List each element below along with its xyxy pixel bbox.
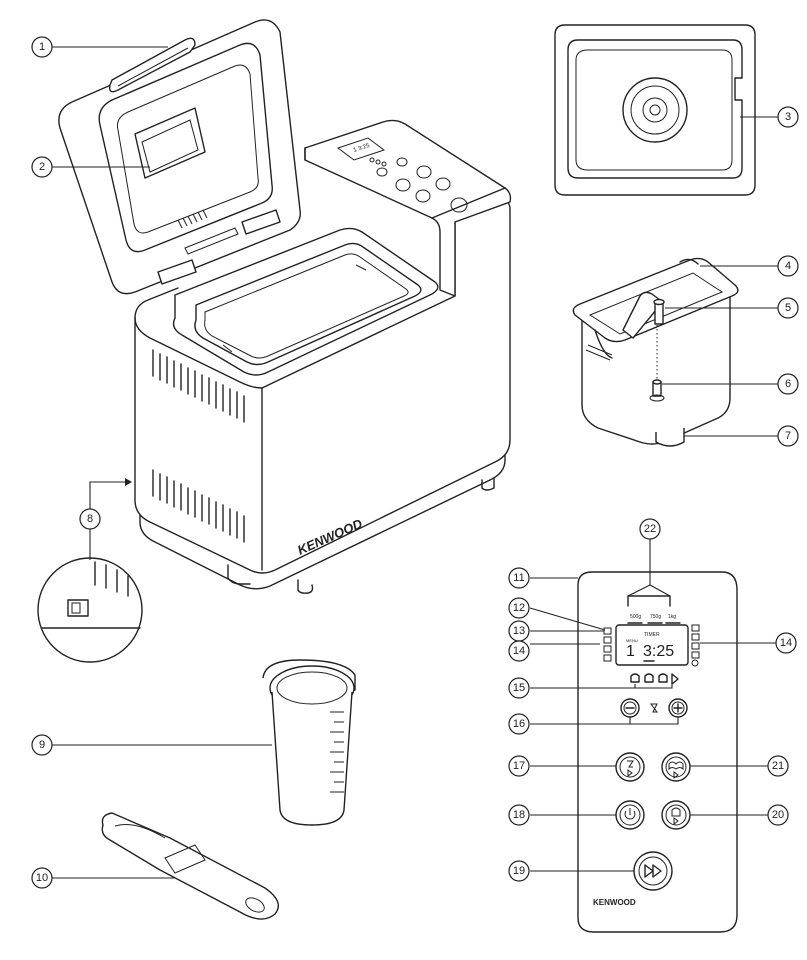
callout-7: 7 [777, 425, 799, 447]
svg-text:2: 2 [39, 161, 45, 173]
svg-text:1 3:25: 1 3:25 [353, 143, 371, 154]
weight-label-1kg: 1kg [668, 614, 676, 620]
callout-9: 9 [31, 734, 53, 756]
svg-text:10: 10 [36, 872, 48, 884]
panel-logo: KENWOOD [593, 898, 636, 907]
callout-8: 8 [79, 508, 101, 530]
pan-top-view [554, 24, 756, 196]
callout-2: 2 [31, 156, 53, 178]
svg-text:18: 18 [513, 809, 525, 821]
measuring-cup [262, 659, 356, 826]
callout-1: 1 [31, 36, 53, 58]
svg-text:1: 1 [39, 41, 45, 53]
svg-text:9: 9 [39, 739, 45, 751]
svg-text:11: 11 [513, 572, 524, 584]
svg-text:17: 17 [513, 760, 525, 772]
callout-21: 21 [767, 755, 789, 777]
svg-text:19: 19 [513, 865, 525, 877]
callout-18: 18 [508, 804, 530, 826]
callout-16: 16 [508, 713, 530, 735]
callout-12: 12 [508, 597, 530, 619]
power-switch-detail [37, 557, 143, 663]
svg-text:14: 14 [780, 637, 792, 649]
svg-text:16: 16 [513, 718, 525, 730]
menu-label: MENU [626, 638, 638, 643]
weight-label-750g: 750g [650, 614, 661, 620]
control-panel: 500g 750g 1kg TIMER MENU 1 3:25 [577, 571, 738, 933]
side-vents-lower [152, 469, 245, 543]
svg-text:14: 14 [513, 645, 525, 657]
svg-text:6: 6 [785, 378, 791, 390]
svg-text:20: 20 [772, 809, 784, 821]
callout-22: 22 [639, 518, 661, 540]
svg-text:3: 3 [785, 111, 791, 123]
svg-text:5: 5 [785, 302, 791, 314]
callout-19: 19 [508, 860, 530, 882]
timer-label: TIMER [644, 632, 660, 638]
menu-digit: 1 [626, 643, 635, 660]
svg-text:21: 21 [772, 760, 784, 772]
callout-17: 17 [508, 755, 530, 777]
measuring-spoon [101, 812, 279, 920]
bread-pan [572, 257, 739, 447]
svg-text:7: 7 [785, 430, 791, 442]
weight-label-500g: 500g [630, 614, 641, 620]
callout-14-left: 14 [508, 640, 530, 662]
callout-15: 15 [508, 677, 530, 699]
callout-4: 4 [777, 255, 799, 277]
callout-11: 11 [508, 567, 530, 589]
callout-13: 13 [508, 620, 530, 642]
svg-text:13: 13 [513, 625, 525, 637]
svg-text:8: 8 [87, 513, 93, 525]
side-vents-upper [152, 349, 245, 423]
svg-text:22: 22 [644, 523, 656, 535]
callout-20: 20 [767, 804, 789, 826]
svg-text:15: 15 [513, 682, 525, 694]
time-digits: 3:25 [643, 643, 674, 660]
callout-10: 10 [31, 867, 53, 889]
callout-5: 5 [777, 297, 799, 319]
svg-text:12: 12 [513, 602, 525, 614]
callout-14-right: 14 [775, 632, 797, 654]
lid [58, 19, 301, 295]
leader-lines [52, 46, 778, 879]
callout-3: 3 [777, 106, 799, 128]
svg-text:4: 4 [785, 260, 791, 272]
callout-6: 6 [777, 373, 799, 395]
breadmaker-body: 1 3:25 [134, 119, 512, 594]
